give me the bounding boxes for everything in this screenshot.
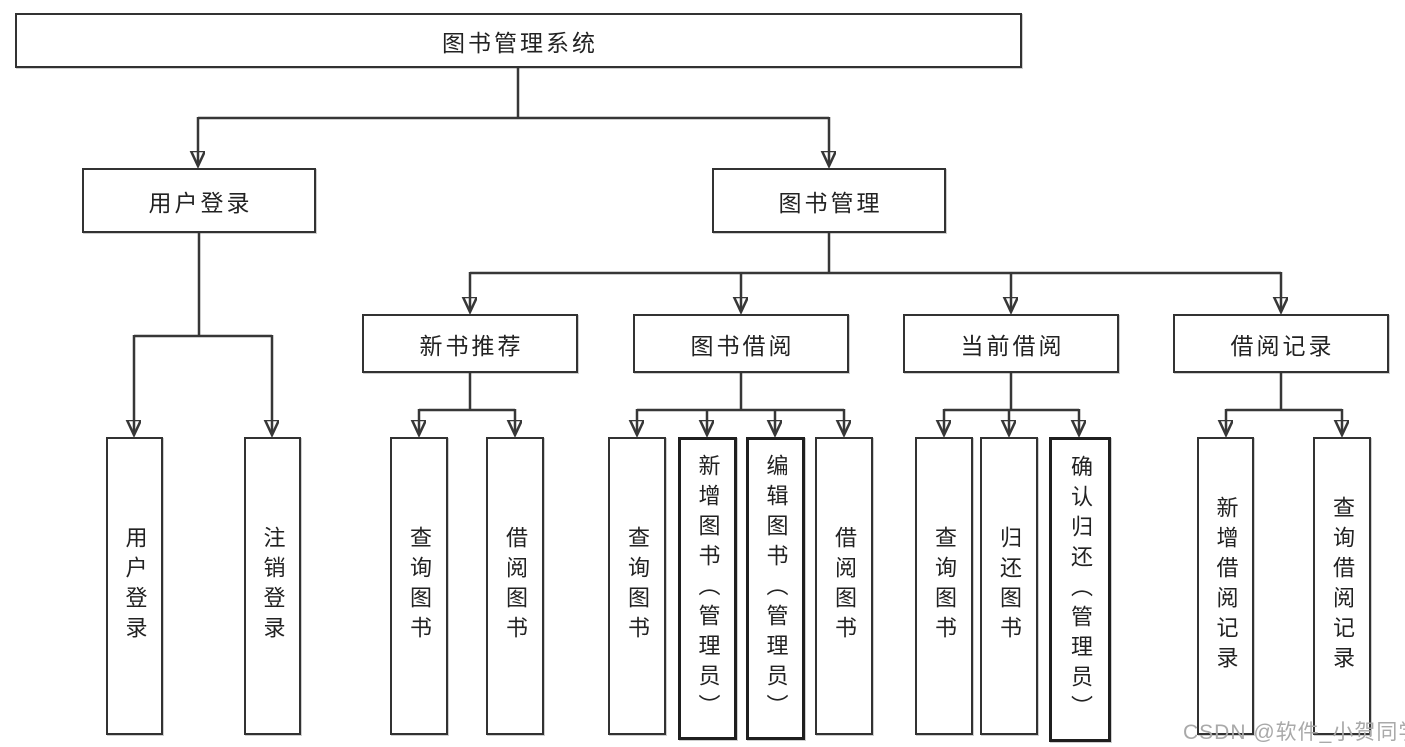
csdn-watermark: CSDN @软件_小贺同学: [1183, 721, 1405, 744]
leaf-logout: 注销登录: [244, 437, 301, 735]
node-borrow-records: 借阅记录: [1173, 314, 1389, 373]
leaf-query-books-borrow: 查询图书: [608, 437, 666, 735]
node-new-book-recommend-label: 新书推荐: [419, 332, 524, 359]
leaf-logout-label: 注销登录: [260, 526, 286, 646]
leaf-confirm-return-admin: 确认归还（管理员）: [1049, 437, 1111, 742]
leaf-return-book-label: 归还图书: [997, 526, 1022, 646]
leaf-query-borrow-record-label: 查询借阅记录: [1330, 496, 1355, 676]
node-root-label: 图书管理系统: [442, 29, 598, 56]
node-new-book-recommend: 新书推荐: [362, 314, 578, 373]
leaf-return-book: 归还图书: [980, 437, 1038, 735]
node-book-borrow: 图书借阅: [633, 314, 849, 373]
leaf-query-books-current-label: 查询图书: [932, 526, 957, 646]
leaf-query-books-current: 查询图书: [915, 437, 973, 735]
node-book-borrow-label: 图书借阅: [690, 332, 795, 359]
node-borrow-records-label: 借阅记录: [1230, 332, 1335, 359]
leaf-confirm-return-admin-label: 确认归还（管理员）: [1068, 454, 1093, 725]
node-book-management-label: 图书管理: [778, 189, 883, 216]
node-current-borrow: 当前借阅: [903, 314, 1119, 373]
leaf-borrow-books: 借阅图书: [815, 437, 873, 735]
leaf-query-books-recommend: 查询图书: [390, 437, 448, 735]
leaf-edit-book-admin: 编辑图书（管理员）: [746, 437, 805, 740]
leaf-query-borrow-record: 查询借阅记录: [1313, 437, 1371, 735]
node-book-management: 图书管理: [712, 168, 946, 233]
leaf-add-borrow-record-label: 新增借阅记录: [1213, 496, 1239, 676]
leaf-borrow-books-label: 借阅图书: [832, 526, 857, 646]
node-user-login: 用户登录: [82, 168, 316, 233]
leaf-borrow-books-recommend-label: 借阅图书: [503, 526, 528, 646]
leaf-borrow-books-recommend: 借阅图书: [486, 437, 544, 735]
leaf-user-login-label: 用户登录: [122, 526, 148, 646]
leaf-add-book-admin: 新增图书（管理员）: [678, 437, 737, 740]
leaf-query-books-borrow-label: 查询图书: [625, 526, 650, 646]
node-root: 图书管理系统: [15, 13, 1022, 68]
leaf-add-book-admin-label: 新增图书（管理员）: [695, 453, 721, 724]
leaf-edit-book-admin-label: 编辑图书（管理员）: [763, 453, 789, 724]
node-current-borrow-label: 当前借阅: [960, 332, 1065, 359]
leaf-add-borrow-record: 新增借阅记录: [1197, 437, 1254, 735]
leaf-user-login: 用户登录: [106, 437, 163, 735]
node-user-login-label: 用户登录: [148, 189, 253, 216]
leaf-query-books-recommend-label: 查询图书: [407, 526, 432, 646]
